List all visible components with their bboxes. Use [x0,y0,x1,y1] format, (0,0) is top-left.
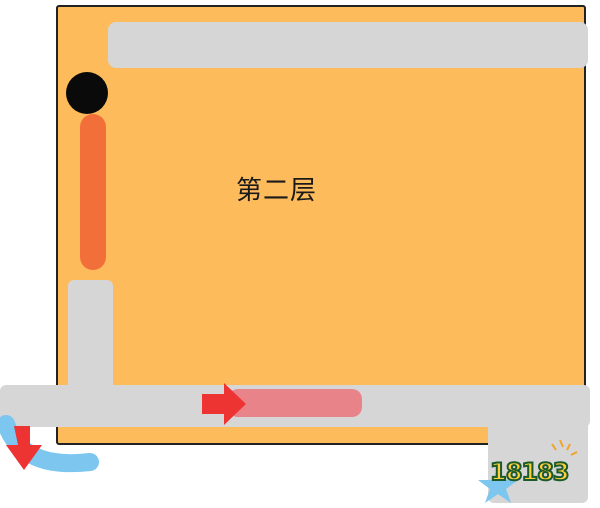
red-arrow-down-icon [6,426,42,470]
corridor-top [108,22,588,68]
floor-room [56,5,586,445]
floor-label: 第二层 [236,176,318,206]
black-circle-marker [66,72,108,114]
logo-text: 18183 [489,457,570,487]
pink-route-path [228,389,362,417]
orange-route-path [80,114,106,270]
